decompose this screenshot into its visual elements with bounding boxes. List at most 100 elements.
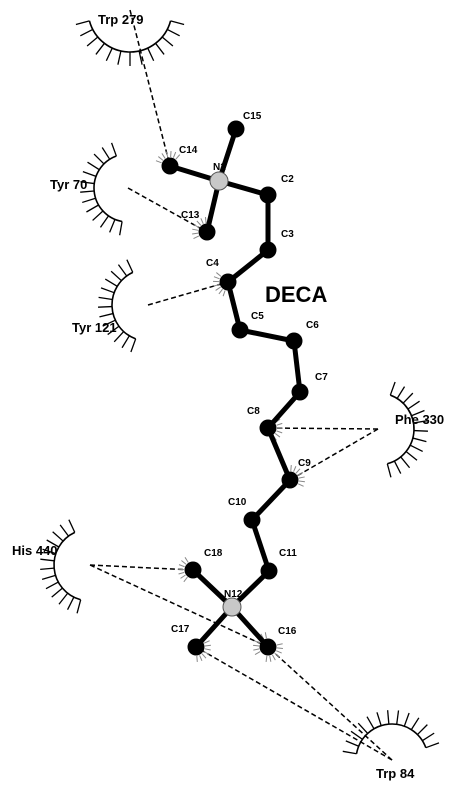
residue-spoke [92, 210, 104, 221]
residue-label-tyr70: Tyr 70 [50, 177, 87, 192]
residue-spoke [412, 437, 427, 443]
residue-spoke [119, 221, 123, 236]
residue-arc [53, 531, 81, 601]
residue-spoke [410, 717, 420, 730]
spikes-c9 [290, 465, 305, 487]
residue-spoke [109, 219, 116, 233]
atom-label-c8: C8 [247, 406, 260, 417]
atom-c15 [227, 120, 245, 138]
spikes-c14 [155, 151, 181, 164]
spike [172, 151, 177, 158]
residue-spoke [86, 36, 99, 47]
residue-spoke [42, 548, 57, 555]
atom-n1 [209, 171, 229, 191]
bond-c10-c11 [249, 517, 272, 574]
residue-spoke [51, 587, 63, 598]
residue-spoke [345, 740, 359, 747]
spike [274, 433, 281, 438]
atom-label-c3: C3 [281, 229, 294, 240]
ligand-name: DECA [265, 282, 327, 307]
spike [218, 288, 223, 295]
atom-c2 [259, 186, 277, 204]
spike [298, 476, 305, 479]
spike [298, 480, 305, 483]
residue-label-trp84: Trp 84 [376, 766, 415, 781]
residue-spoke [86, 204, 99, 213]
spike [293, 466, 297, 472]
residue-spoke [104, 278, 118, 287]
atom-c4 [219, 273, 237, 291]
bond-c8-c9 [265, 425, 293, 483]
atom-label-n1: N1 [213, 162, 226, 173]
spike [161, 153, 166, 159]
residue-spoke [409, 444, 423, 453]
atom-label-c16: C16 [278, 626, 297, 637]
residue-spoke [400, 456, 411, 469]
residue-spoke [101, 147, 111, 160]
contact-line-his440-c18 [89, 564, 194, 571]
spike [254, 640, 261, 644]
contact-line-tyr121-c4 [147, 281, 229, 306]
spike [196, 220, 202, 226]
residue-spoke [99, 312, 114, 318]
spike [204, 217, 207, 224]
residue-arc [93, 155, 123, 223]
spike [155, 160, 162, 164]
atom-label-c17: C17 [171, 624, 190, 635]
residue-spoke [59, 524, 70, 537]
residue-spoke [87, 161, 100, 171]
hydrophobic-contacts [89, 9, 393, 761]
spikes-c13 [192, 217, 207, 239]
atom-label-c2: C2 [281, 174, 294, 185]
spike [264, 632, 267, 639]
bond-c9-c10 [249, 477, 293, 523]
residue-arc [355, 723, 427, 754]
residue-spoke [166, 28, 180, 37]
bond-c3-c4 [225, 247, 271, 285]
residue-spoke [147, 47, 155, 62]
spike [265, 655, 268, 662]
residue-label-his440: His 440 [12, 543, 58, 558]
residue-spoke [66, 596, 75, 610]
spike [203, 640, 210, 644]
spike [165, 151, 169, 158]
spike [192, 232, 199, 235]
contact-line-phe330-c8 [267, 427, 379, 430]
atom-label-c9: C9 [298, 458, 311, 469]
atom-c8 [259, 419, 277, 437]
spike [222, 290, 226, 297]
spike [290, 465, 292, 472]
atom-c9 [281, 471, 299, 489]
residue-trp84 [342, 710, 440, 755]
residue-spoke [80, 190, 95, 193]
residue-spoke [411, 409, 425, 417]
spike [276, 422, 283, 426]
residue-spoke [46, 539, 60, 548]
residue-label-phe330: Phe 330 [395, 412, 444, 427]
atom-c7 [291, 383, 309, 401]
residue-spoke [396, 710, 400, 725]
residue-spoke [126, 259, 134, 273]
atom-c6 [285, 332, 303, 350]
residue-spoke [416, 724, 428, 736]
spike [204, 644, 211, 647]
atom-label-c7: C7 [315, 372, 328, 383]
spike [213, 276, 220, 280]
residue-spoke [40, 567, 55, 571]
spike [297, 472, 304, 476]
residue-arc [387, 394, 415, 465]
spike [183, 576, 188, 583]
residue-spoke [80, 181, 95, 185]
spike [204, 648, 211, 651]
residue-spoke [110, 270, 122, 282]
residue-spoke [99, 215, 110, 228]
residue-spoke [110, 142, 117, 157]
spike [274, 652, 280, 658]
residue-label-tyr121: Tyr 121 [72, 320, 117, 335]
spike [200, 218, 204, 224]
residue-spoke [98, 296, 113, 301]
atom-c16 [259, 638, 277, 656]
spike [201, 653, 207, 659]
spike [175, 154, 181, 160]
